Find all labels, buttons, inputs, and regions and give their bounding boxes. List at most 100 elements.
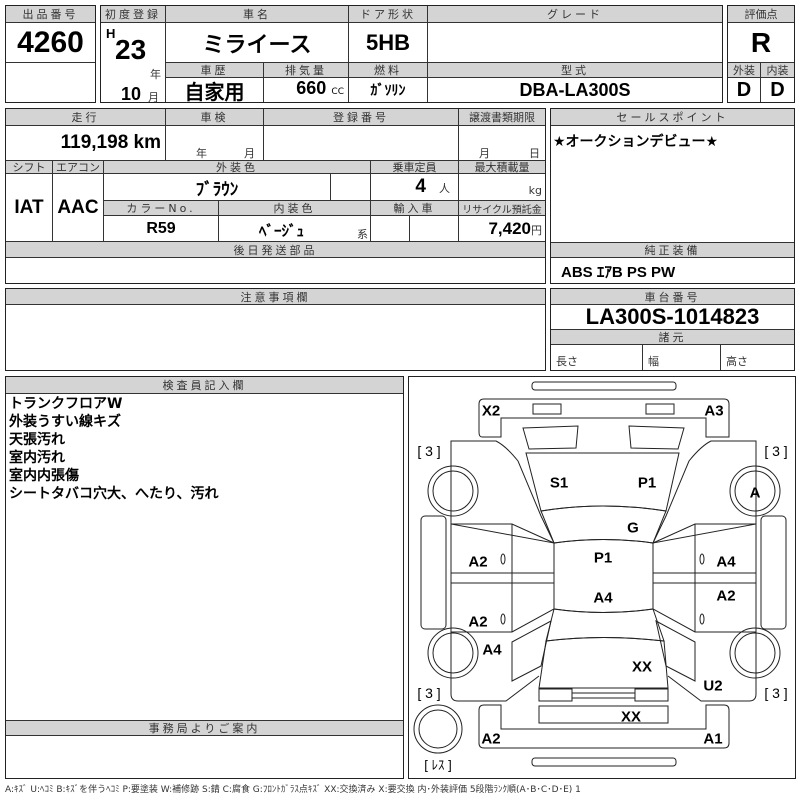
load-unit: kg: [459, 174, 545, 201]
width-label: 幅: [643, 345, 721, 370]
chassis-box: 車台番号 LA300S-1014823 諸元 長さ 幅 高さ: [550, 288, 795, 371]
transfer-day-unit: 日: [529, 147, 540, 160]
mark-trunk: XX: [631, 658, 653, 676]
shift: IAT: [6, 174, 53, 242]
plate-value: [264, 126, 459, 161]
lot-label: 出品番号: [6, 6, 95, 23]
equipment-label: 純正装備: [551, 242, 794, 258]
inspection-label: 車検: [166, 109, 264, 126]
displacement-label: 排気量: [264, 63, 349, 78]
first-reg-year: 23: [115, 34, 147, 65]
capacity-label: 乗車定員: [371, 161, 459, 174]
inspector-line: 室内内張傷: [9, 468, 79, 484]
inspector-line: 外装うすい線キズ: [9, 414, 121, 430]
notes-label: 注意事項欄: [6, 289, 545, 305]
inspector-line: トランクフロアW: [9, 396, 123, 412]
overall-score: R: [728, 23, 794, 63]
mark-hood-left: S1: [549, 474, 569, 492]
exterior-label: 外装: [728, 63, 761, 78]
mark-wheel-front-right: A: [749, 484, 761, 502]
first-reg-month: 10: [121, 84, 142, 104]
exterior-color: ﾌﾞﾗｳﾝ: [104, 174, 331, 201]
lot-box: 出品番号 4260: [5, 5, 96, 103]
office-label: 事務局よりご案内: [6, 720, 403, 736]
mark-front-bumper-right: A3: [704, 402, 724, 420]
mark-door-front-right: A4: [716, 553, 736, 571]
inspector-line: シートタバコ穴大、へたり、汚れ: [9, 486, 219, 502]
spec-label: 諸元: [551, 330, 794, 345]
air-conditioner: AAC: [53, 174, 104, 242]
car-name: ミライース: [166, 23, 349, 63]
mark-rear-bumper-right: A1: [703, 730, 723, 748]
color-label: 外装色: [104, 161, 371, 174]
score-label: 評価点: [728, 6, 794, 23]
interior-label: 内装: [761, 63, 794, 78]
sales-point-text: ★オークションデビュー★: [553, 134, 719, 150]
grade: [428, 23, 722, 63]
mark-quarter-left: A4: [482, 641, 502, 659]
later-parts-label: 後日発送部品: [6, 242, 545, 258]
inspector-label: 検査員記入欄: [6, 377, 403, 394]
recycle-label: リサイクル預託金: [459, 201, 545, 216]
mark-roof-rear: A4: [593, 589, 613, 607]
fuel-label: 燃料: [349, 63, 428, 78]
history-label: 車歴: [166, 63, 264, 78]
mark-rear-panel: XX: [620, 708, 642, 726]
length-label: 長さ: [551, 345, 643, 370]
recycle-fee: 7,420: [488, 219, 531, 238]
details-box: 走行 車検 登録番号 譲渡書類期限 119,198 km 年 月 月 日 シフト…: [5, 108, 546, 284]
notes-box: 注意事項欄: [5, 288, 546, 371]
mark-front-bumper-left: X2: [481, 402, 501, 420]
mark-roof-front: P1: [593, 549, 613, 567]
interior-color: ﾍﾞｰｼﾞｭ: [259, 222, 305, 240]
import-yes: [371, 216, 410, 242]
sales-point-label: セールスポイント: [551, 109, 794, 126]
mark-windshield: G: [627, 519, 639, 537]
interior-color-suffix: 系: [357, 228, 368, 241]
load-label: 最大積載量: [459, 161, 545, 174]
mileage-label: 走行: [6, 109, 166, 126]
tire-tread-front-right: [ 3 ]: [764, 443, 788, 459]
color-number: R59: [104, 216, 219, 242]
import-no: [410, 216, 459, 242]
fuel: ｶﾞｿﾘﾝ: [349, 78, 428, 102]
inspector-notes: トランクフロアW 外装うすい線キズ 天張汚れ 室内汚れ 室内内張傷 シートタバコ…: [9, 395, 218, 503]
mark-rear-bumper-left: A2: [481, 730, 501, 748]
ac-label: エアコン: [53, 161, 104, 174]
model-label: 型式: [428, 63, 722, 78]
capacity: 4: [415, 176, 426, 197]
import-label: 輸入車: [371, 201, 459, 216]
shift-label: シフト: [6, 161, 53, 174]
plate-label: 登録番号: [264, 109, 459, 126]
displacement: 660: [296, 78, 327, 98]
interior-color-label: 内装色: [219, 201, 371, 216]
sales-point-box: セールスポイント ★オークションデビュー★ 純正装備 ABS ｴｱB PS PW: [550, 108, 795, 284]
mark-door-rear-left: A2: [468, 613, 488, 631]
history: 自家用: [166, 78, 264, 104]
door-label: ドア形状: [349, 6, 428, 23]
score-box: 評価点 R 外装 内装 D D: [727, 5, 795, 103]
car-outline: [413, 381, 787, 767]
capacity-unit: 人: [439, 182, 450, 195]
displacement-unit: CC: [331, 87, 344, 97]
chassis-label: 車台番号: [551, 289, 794, 305]
recycle-unit: 円: [531, 224, 542, 237]
year-unit: 年: [150, 68, 161, 81]
tire-tread-rear-right: [ 3 ]: [764, 685, 788, 701]
tire-tread-rear-left: [ 3 ]: [417, 685, 441, 701]
month-unit: 月: [148, 91, 159, 104]
equipment-text: ABS ｴｱB PS PW: [561, 264, 676, 281]
era: H: [106, 26, 116, 41]
car-name-label: 車名: [166, 6, 349, 23]
inspector-line: 天張汚れ: [9, 432, 65, 448]
vehicle-info-box: 初度登録 車名 ドア形状 グレード H 23 年 10 月 ミライース 5HB …: [100, 5, 723, 104]
door-type: 5HB: [349, 23, 428, 63]
mark-quarter-right: U2: [703, 677, 723, 695]
inspector-box: 検査員記入欄 トランクフロアW 外装うすい線キズ 天張汚れ 室内汚れ 室内内張傷…: [5, 376, 404, 779]
inspector-line: 室内汚れ: [9, 450, 65, 466]
transfer-label: 譲渡書類期限: [459, 109, 545, 126]
chassis-number: LA300S-1014823: [551, 304, 794, 330]
damage-diagram: X2 A3 [ 3 ] [ 3 ] S1 P1 A G P1 A2 A4 A4 …: [408, 376, 796, 779]
height-label: 高さ: [726, 355, 748, 368]
transfer-month-unit: 月: [479, 147, 490, 160]
